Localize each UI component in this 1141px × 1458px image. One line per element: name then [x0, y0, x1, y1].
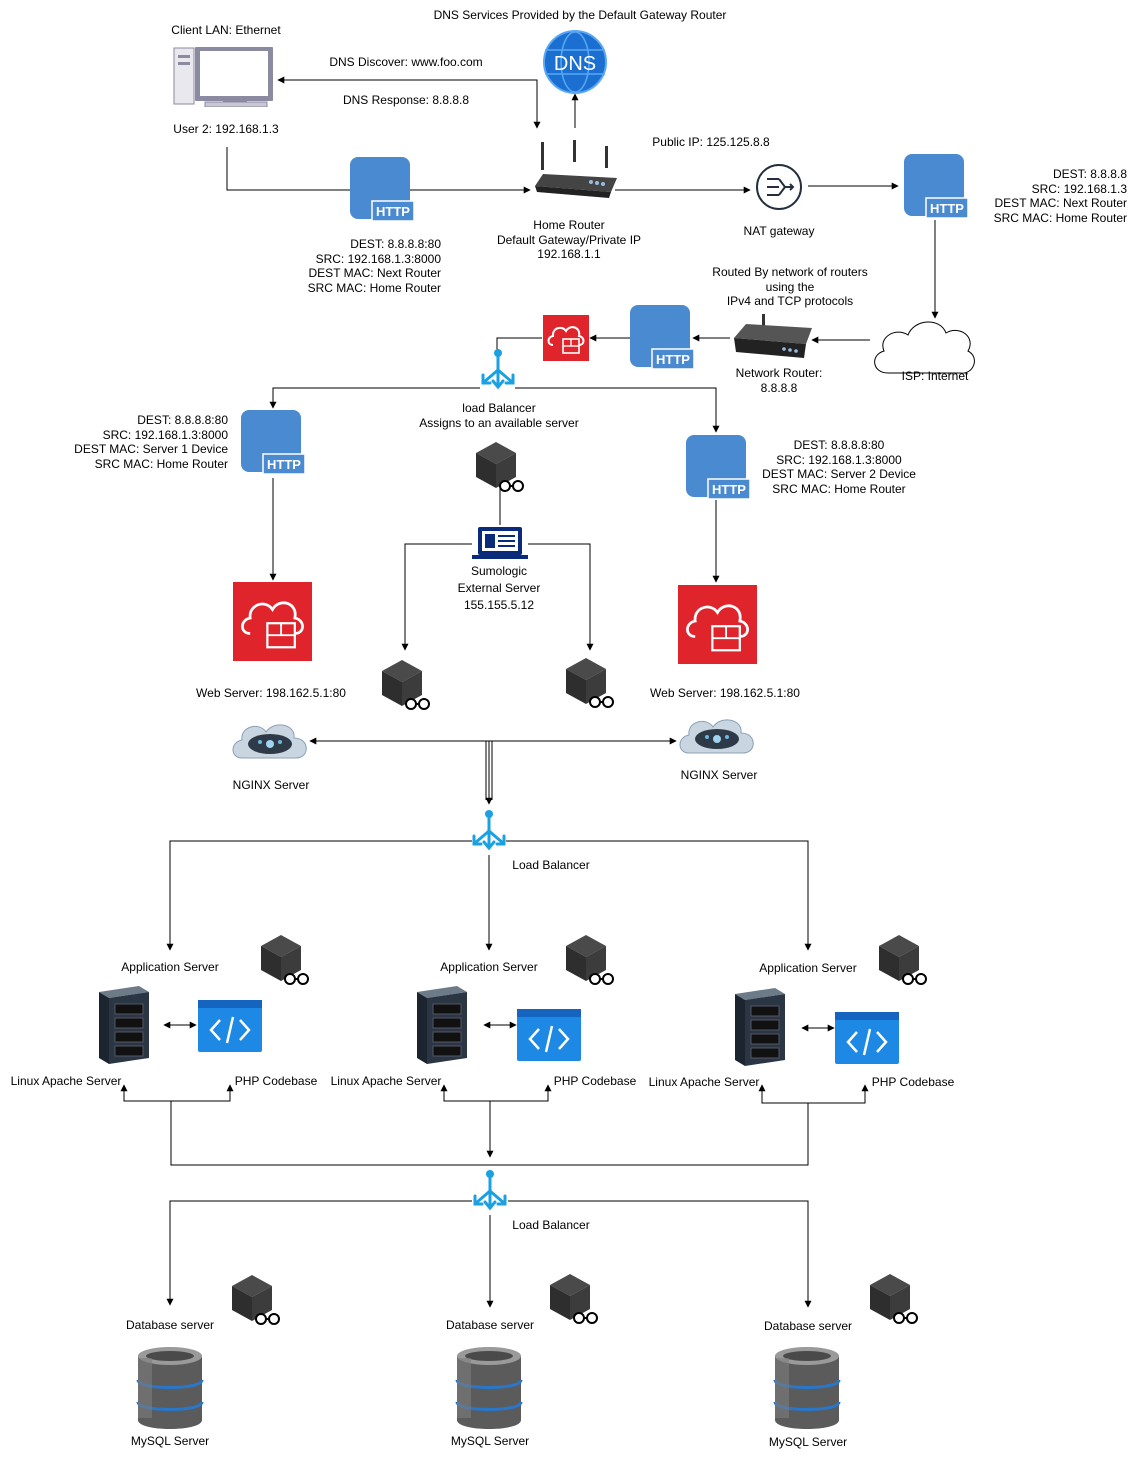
- code-icon: [198, 1000, 262, 1052]
- dns-response-label: DNS Response: 8.8.8.8: [342, 93, 470, 107]
- http-icon: HTTP: [686, 435, 750, 500]
- dns-globe-icon: DNS: [543, 30, 607, 94]
- load-balancer-icon: [473, 1170, 507, 1211]
- apache-server-3-label: Linux Apache Server: [648, 1075, 760, 1089]
- network-router-label: Network Router:8.8.8.8: [735, 366, 823, 395]
- php-codebase-3-label: PHP Codebase: [871, 1075, 955, 1089]
- mysql-server-2-label: MySQL Server: [450, 1434, 530, 1448]
- server-rack-icon: [735, 988, 785, 1066]
- laptop-icon: [472, 527, 528, 559]
- diagram-title: DNS Services Provided by the Default Gat…: [433, 8, 727, 22]
- database-icon: [773, 1347, 841, 1429]
- router-icon: [535, 140, 617, 198]
- load-balancer-3-label: Load Balancer: [512, 1218, 590, 1232]
- mysql-server-3-label: MySQL Server: [768, 1435, 848, 1449]
- home-router-label: Home Router Default Gateway/Private IP 1…: [496, 218, 642, 261]
- http-icon: HTTP: [350, 157, 414, 222]
- mysql-server-1-label: MySQL Server: [130, 1434, 210, 1448]
- monitoring-agent-icon: [566, 658, 614, 708]
- php-codebase-2-label: PHP Codebase: [553, 1074, 637, 1088]
- monitoring-agent-icon: [382, 660, 430, 710]
- http-icon-text: HTTP: [656, 352, 690, 367]
- http-icon-text: HTTP: [267, 457, 301, 472]
- firewall-icon: [233, 582, 312, 661]
- client-lan-label: Client LAN: Ethernet: [171, 23, 281, 37]
- network-router-icon: [734, 314, 812, 358]
- nat-gateway-label: NAT gateway: [743, 224, 815, 238]
- apache-server-2-label: Linux Apache Server: [330, 1074, 442, 1088]
- db-server-3-label: Database server: [763, 1319, 853, 1333]
- monitoring-agent-icon: [870, 1274, 918, 1324]
- code-icon: [835, 1012, 899, 1064]
- database-icon: [455, 1347, 523, 1429]
- monitoring-agent-icon: [261, 935, 309, 985]
- http-icon: HTTP: [904, 154, 968, 219]
- nginx-server-icon: [679, 719, 754, 754]
- monitoring-agent-icon: [879, 935, 927, 985]
- nginx-server-2-label: NGINX Server: [680, 768, 758, 782]
- db-server-1-label: Database server: [125, 1318, 215, 1332]
- server-rack-icon: [99, 986, 149, 1064]
- dns-icon-text: DNS: [554, 53, 596, 75]
- php-codebase-1-label: PHP Codebase: [234, 1074, 318, 1088]
- firewall-icon: [543, 315, 589, 361]
- nginx-server-icon: [232, 724, 307, 759]
- http-icon: HTTP: [241, 410, 305, 475]
- load-balancer-icon: [481, 349, 515, 390]
- database-icon: [136, 1347, 204, 1429]
- db-server-2-label: Database server: [445, 1318, 535, 1332]
- http-icon-text: HTTP: [930, 201, 964, 216]
- firewall-icon: [678, 585, 757, 664]
- http-icon: HTTP: [630, 305, 694, 370]
- internet-cloud-icon: [874, 321, 975, 374]
- http-icon-text: HTTP: [712, 482, 746, 497]
- desktop-computer-icon: [173, 47, 273, 107]
- monitoring-agent-icon: [566, 935, 614, 985]
- nginx-server-1-label: NGINX Server: [232, 778, 310, 792]
- app-server-1-label: Application Server: [121, 960, 219, 974]
- apache-server-1-label: Linux Apache Server: [10, 1074, 122, 1088]
- code-icon: [517, 1009, 581, 1061]
- monitoring-agent-icon: [476, 442, 524, 492]
- dns-discover-label: DNS Discover: www.foo.com: [329, 55, 483, 69]
- monitoring-agent-icon: [232, 1275, 280, 1325]
- nat-gateway-icon: [756, 164, 802, 210]
- load-balancer-2-label: Load Balancer: [512, 858, 590, 872]
- web-server-1-label: Web Server: 198.162.5.1:80: [196, 686, 346, 700]
- monitoring-agent-icon: [550, 1274, 598, 1324]
- app-server-3-label: Application Server: [759, 961, 857, 975]
- user-label: User 2: 192.168.1.3: [173, 122, 279, 136]
- public-ip-label: Public IP: 125.125.8.8: [652, 135, 770, 149]
- http-icon-text: HTTP: [376, 204, 410, 219]
- web-server-2-label: Web Server: 198.162.5.1:80: [650, 686, 800, 700]
- isp-label: ISP: Internet: [901, 369, 969, 383]
- server-rack-icon: [417, 986, 467, 1064]
- app-server-2-label: Application Server: [440, 960, 538, 974]
- load-balancer-icon: [472, 810, 506, 851]
